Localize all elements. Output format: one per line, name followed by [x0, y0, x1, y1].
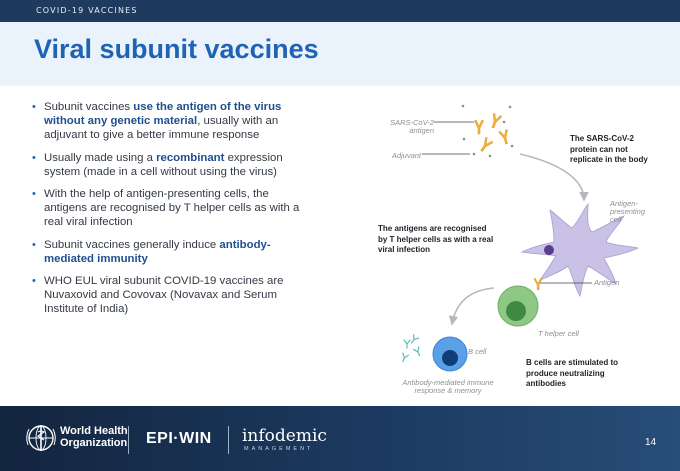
adjuvant-label: Adjuvant: [391, 151, 421, 160]
immune-response-diagram: SARS-CoV-2 antigen Adjuvant The SARS-CoV…: [322, 92, 680, 406]
top-bar: COVID-19 VACCINES: [0, 0, 680, 22]
apc-label-line3: cell: [610, 215, 622, 224]
sars-antigen-label-line1: SARS-CoV-2: [390, 118, 434, 127]
antigen-label: Antigen: [594, 278, 620, 287]
antigen-shape: [491, 113, 503, 129]
immunity-label-line2: response & memory: [414, 386, 482, 395]
bullet-text: WHO EUL viral subunit COVID-19 vaccines …: [44, 275, 284, 316]
epiwin-logo: EPI·WIN: [146, 430, 212, 447]
antigen-shape: [474, 119, 484, 135]
apc-label-line1: Antigen-: [610, 199, 638, 208]
footer-divider: [128, 426, 129, 454]
apc-nucleus: [544, 245, 554, 255]
immunity-label-line1: Antibody-mediated immune: [402, 378, 494, 387]
sars-antigen-label: SARS-CoV-2 antigen: [384, 119, 434, 135]
bullet-item: WHO EUL viral subunit COVID-19 vaccines …: [30, 274, 312, 317]
bullet-item: Subunit vaccines generally induce antibo…: [30, 238, 312, 266]
diagram-graphic: [402, 104, 640, 372]
bullet-text: With the help of antigen-presenting cell…: [44, 188, 300, 229]
bullet-text: Usually made using a: [44, 151, 157, 164]
note-antigens: The antigens are recognised by T helper …: [378, 224, 494, 254]
footer: World Health Organization EPI·WIN infode…: [0, 406, 680, 471]
bound-antigen: [533, 277, 543, 291]
antibodies: [402, 334, 421, 363]
antigen-shape: [498, 129, 508, 145]
who-emblem-icon: [26, 425, 56, 451]
sars-antigen-label-line2: antigen: [409, 126, 434, 135]
t-cell-nucleus: [506, 301, 526, 321]
b-cell-nucleus: [442, 350, 458, 366]
b-cell: [432, 336, 468, 372]
antigen-shape: [480, 137, 494, 152]
highlight-text: antibody-mediated immunity: [44, 238, 271, 265]
section-label: COVID-19 VACCINES: [36, 6, 138, 15]
who-wordmark-line2: Organization: [60, 437, 128, 449]
highlight-text: recombinant: [156, 151, 225, 164]
arrow-to-apc: [519, 153, 589, 202]
page-title: Viral subunit vaccines: [34, 34, 319, 64]
page-number: 14: [645, 437, 657, 448]
highlight-text: use the antigen of the virus without any…: [44, 101, 282, 128]
antigen-presenting-cell: [520, 203, 640, 298]
t-helper-cell: [497, 285, 539, 327]
b-cell-label: B cell: [468, 347, 487, 356]
bullet-text: Subunit vaccines generally induce: [44, 238, 220, 251]
arrow-to-b-cell: [448, 287, 495, 326]
bullet-item: Usually made using a recombinant express…: [30, 151, 312, 179]
apc-label-line2: presenting: [610, 207, 646, 216]
antigen-cluster: [474, 113, 508, 152]
note-protein: The SARS-CoV-2 protein can not replicate…: [570, 134, 648, 164]
who-wordmark-line1: World Health: [60, 425, 128, 437]
immunity-label: Antibody-mediated immune response & memo…: [392, 379, 504, 395]
footer-divider: [228, 426, 229, 454]
title-band: Viral subunit vaccines: [0, 22, 680, 86]
bullet-item: With the help of antigen-presenting cell…: [30, 187, 312, 230]
t-helper-label: T helper cell: [538, 329, 579, 338]
apc-label: Antigen- presenting cell: [610, 200, 658, 224]
note-b-cells: B cells are stimulated to produce neutra…: [526, 358, 619, 388]
who-wordmark: World Health Organization: [60, 425, 128, 449]
bullet-text: expression system (made in a cell withou…: [44, 151, 283, 178]
bullet-text: , usually with an adjuvant to give a bet…: [44, 115, 279, 142]
bullet-text: Subunit vaccines: [44, 101, 134, 113]
bullet-item: Subunit vaccines use the antigen of the …: [30, 100, 312, 143]
adjuvant-dots: [461, 104, 514, 158]
infodemic-logo: infodemic: [242, 426, 327, 446]
infodemic-subtitle: MANAGEMENT: [244, 446, 314, 452]
bullet-list: Subunit vaccines use the antigen of the …: [30, 100, 312, 325]
